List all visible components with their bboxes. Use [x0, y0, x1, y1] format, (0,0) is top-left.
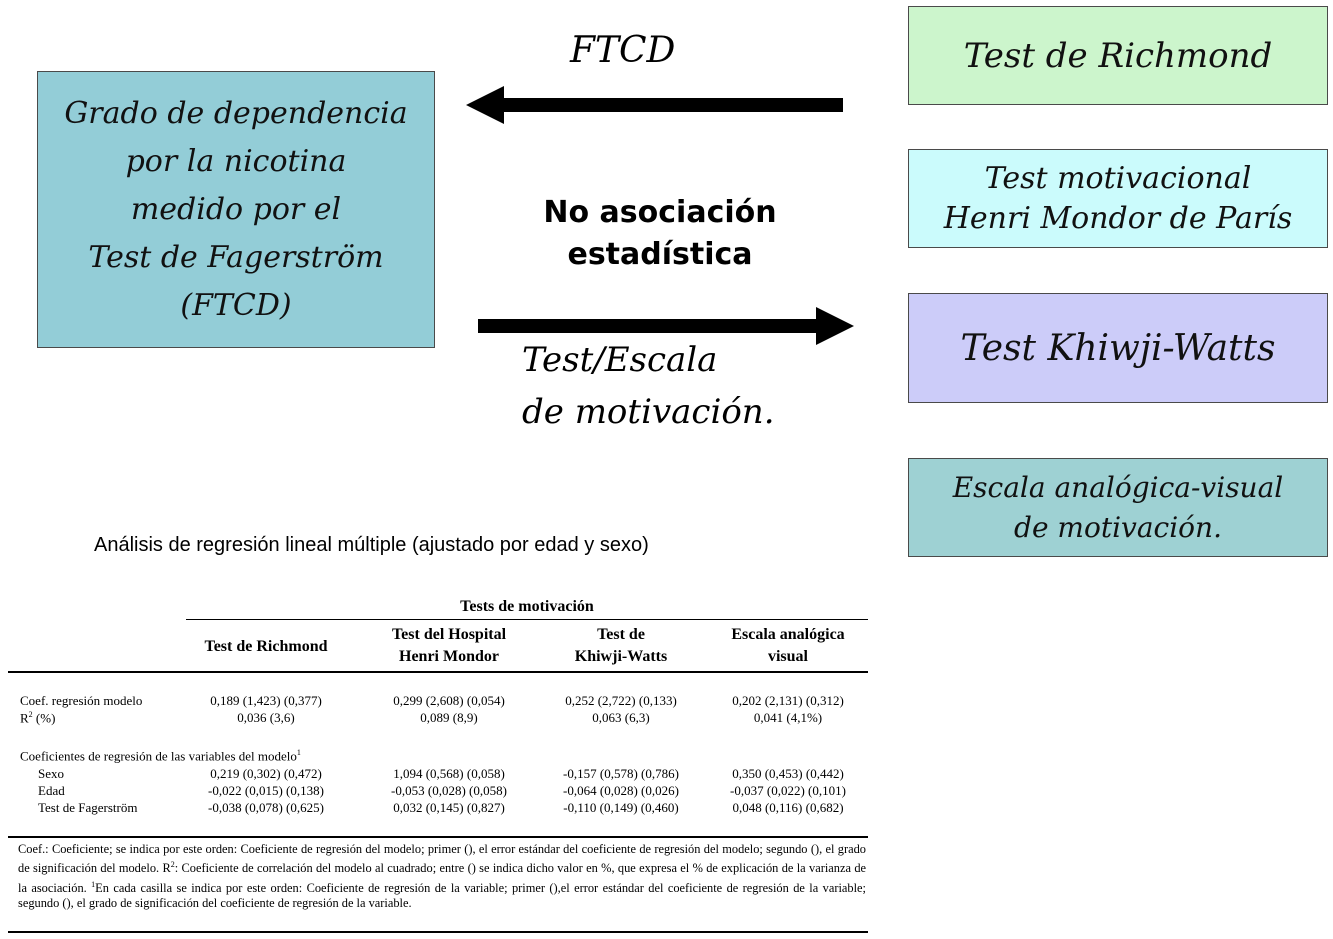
table-top-rule	[8, 671, 868, 673]
box-line: de motivación.	[1014, 510, 1222, 544]
center-text-line: estadística	[567, 237, 753, 272]
visual-analog-scale-box: Escala analógica-visual de motivación.	[908, 458, 1328, 557]
arrow-bottom-label-line: Test/Escala	[522, 340, 718, 380]
table-cell: 0,252 (2,722) (0,133)	[565, 693, 677, 708]
left-arrow	[466, 86, 843, 124]
footnote-text: En cada casilla se indica por este orden…	[18, 880, 866, 911]
table-cell: -0,037 (0,022) (0,101)	[730, 783, 846, 798]
table-cell: -0,064 (0,028) (0,026)	[563, 783, 679, 798]
box-line: Test motivacional	[984, 160, 1252, 196]
main-box-line: por la nicotina	[125, 143, 347, 179]
table-row: Test de Fagerström -0,038 (0,078) (0,625…	[8, 800, 868, 817]
column-header-line: Khiwji-Watts	[574, 648, 668, 665]
footnote-text: Coef.: Coeficiente; se indica por este o…	[18, 842, 866, 876]
footnote-text: : Coeficiente de correlación del modelo …	[18, 861, 867, 895]
r-squared-superscript: 2	[28, 710, 33, 719]
table-cell: -0,022 (0,015) (0,138)	[208, 783, 324, 798]
table-cell: 0,299 (2,608) (0,054)	[393, 693, 505, 708]
footnote-bottom-rule	[8, 931, 868, 933]
right-arrow	[478, 307, 854, 345]
arrow-top-label: FTCD	[570, 30, 676, 71]
table-cell: 0,036 (3,6)	[237, 710, 295, 725]
column-header-khiwji-watts: Test de Khiwji-Watts	[534, 624, 708, 668]
henri-mondor-test-box: Test motivacional Henri Mondor de París	[908, 149, 1328, 248]
main-box-line: Grado de dependencia	[64, 95, 408, 131]
table-cell: 1,094 (0,568) (0,058)	[393, 766, 505, 781]
row-label: Test de Fagerström	[38, 800, 138, 815]
footnote-superscript: 1	[91, 879, 96, 889]
table-cell: 0,202 (2,131) (0,312)	[732, 693, 844, 708]
table-cell: -0,038 (0,078) (0,625)	[208, 800, 324, 815]
no-association-label: No asociación estadística	[500, 192, 820, 276]
column-header-henri-mondor: Test del Hospital Henri Mondor	[364, 624, 534, 668]
r-label-unit: (%)	[32, 710, 56, 726]
table-row: Sexo 0,219 (0,302) (0,472) 1,094 (0,568)…	[8, 766, 868, 783]
main-box-line: (FTCD)	[180, 287, 292, 323]
column-header-visual-scale: Escala analógica visual	[708, 624, 868, 668]
row-label: Sexo	[38, 766, 64, 781]
column-header-line: Henri Mondor	[399, 648, 499, 665]
khiwji-watts-test-box: Test Khiwji-Watts	[908, 293, 1328, 403]
main-box-line: medido por el	[130, 191, 342, 227]
column-header-richmond: Test de Richmond	[186, 636, 346, 658]
box-line: Test de Richmond	[963, 35, 1273, 76]
table-cell: -0,157 (0,578) (0,786)	[563, 766, 679, 781]
arrow-bottom-label-line: de motivación.	[522, 392, 775, 432]
column-header-line: Test de	[597, 626, 645, 643]
section-label-text: Coeficientes de regresión de las variabl…	[20, 748, 297, 764]
table-row: R2 (%) 0,036 (3,6) 0,089 (8,9) 0,063 (6,…	[8, 710, 868, 727]
tests-group-header: Tests de motivación	[460, 598, 594, 615]
table-row: Edad -0,022 (0,015) (0,138) -0,053 (0,02…	[8, 783, 868, 800]
row-label: R2 (%)	[20, 710, 55, 726]
arrow-bottom-label: Test/Escala de motivación.	[522, 334, 775, 438]
row-label: Coef. regresión modelo	[20, 693, 143, 708]
section-row: Coeficientes de regresión de las variabl…	[8, 748, 868, 765]
header-rule	[186, 619, 868, 620]
richmond-test-box: Test de Richmond	[908, 6, 1328, 105]
table-cell: 0,089 (8,9)	[420, 710, 478, 725]
analysis-title: Análisis de regresión lineal múltiple (a…	[94, 534, 649, 556]
table-cell: 0,032 (0,145) (0,827)	[393, 800, 505, 815]
table-cell: 0,048 (0,116) (0,682)	[732, 800, 844, 815]
column-header-line: Escala analógica	[731, 626, 845, 643]
main-box-line: Test de Fagerström	[88, 239, 384, 275]
table-cell: 0,063 (6,3)	[592, 710, 650, 725]
table-cell: -0,053 (0,028) (0,058)	[391, 783, 507, 798]
box-line: Henri Mondor de París	[943, 200, 1293, 236]
box-line: Escala analógica-visual	[952, 470, 1284, 504]
box-line: Test Khiwji-Watts	[960, 327, 1276, 369]
nicotine-dependence-box: Grado de dependencia por la nicotina med…	[37, 71, 435, 348]
table-bottom-rule	[8, 836, 868, 838]
table-cell: 0,219 (0,302) (0,472)	[210, 766, 322, 781]
row-label: Edad	[38, 783, 65, 798]
table-cell: 0,189 (1,423) (0,377)	[210, 693, 322, 708]
table-cell: 0,350 (0,453) (0,442)	[732, 766, 844, 781]
table-footnote: Coef.: Coeficiente; se indica por este o…	[18, 842, 866, 911]
r-label: R	[20, 710, 29, 726]
table-cell: -0,110 (0,149) (0,460)	[563, 800, 679, 815]
column-header-line: Test del Hospital	[391, 626, 507, 643]
section-superscript: 1	[296, 748, 301, 757]
table-cell: 0,041 (4,1%)	[753, 710, 823, 725]
footnote-superscript: 2	[170, 860, 175, 870]
center-text-line: No asociación	[543, 195, 777, 230]
section-label: Coeficientes de regresión de las variabl…	[20, 748, 301, 764]
column-header-line: visual	[767, 648, 808, 665]
table-row: Coef. regresión modelo 0,189 (1,423) (0,…	[8, 693, 868, 710]
column-header-line: Test de Richmond	[204, 638, 328, 655]
